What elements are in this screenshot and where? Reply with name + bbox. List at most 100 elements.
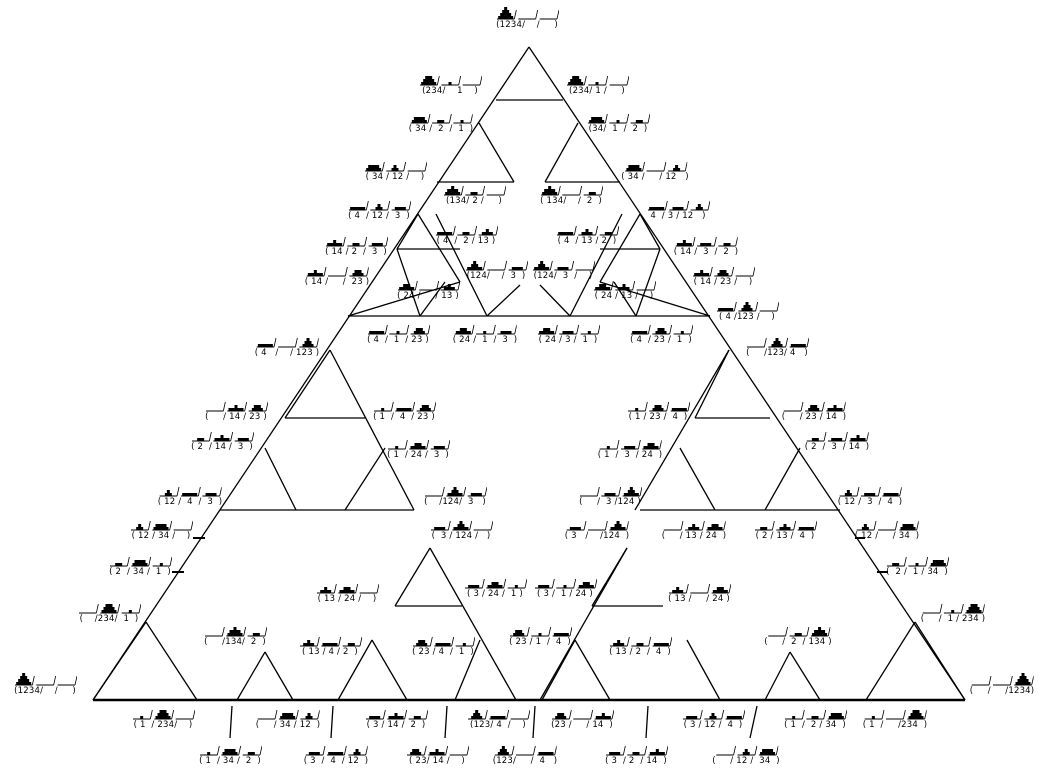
pegs-icon xyxy=(198,742,262,756)
peg-diagram-icon xyxy=(420,75,482,86)
graph-edge xyxy=(599,213,641,283)
pegs-icon xyxy=(347,197,411,211)
pegs-icon xyxy=(13,672,77,686)
state-label: ( 1 / 34 / 2 ) xyxy=(199,756,261,766)
peg-diagram-icon xyxy=(557,225,619,236)
state-node: ( 4 /123 / ) xyxy=(715,298,779,322)
state-label: ( 1 / 4 / 23 ) xyxy=(373,412,435,422)
peg-diagram-icon xyxy=(923,603,985,614)
pegs-icon xyxy=(782,398,847,412)
graph-edge xyxy=(330,705,334,739)
pegs-icon xyxy=(418,72,482,86)
pegs-icon xyxy=(539,182,603,196)
state-label: ( 34 / / 12 ) xyxy=(621,172,689,182)
peg-diagram-icon xyxy=(374,401,436,412)
graph-edge xyxy=(914,621,966,701)
peg-diagram-icon xyxy=(510,626,572,637)
peg-diagram-icon xyxy=(610,636,672,647)
graph-edge xyxy=(541,639,576,701)
graph-edge xyxy=(613,281,637,317)
peg-diagram-icon xyxy=(631,324,693,335)
peg-diagram-icon xyxy=(455,324,517,335)
state-node: ( 4 / / 123 ) xyxy=(255,334,320,358)
graph-edge xyxy=(444,705,448,739)
state-node: ( 4 / 12 / 3 ) xyxy=(347,197,411,221)
pegs-icon xyxy=(662,517,727,531)
pegs-icon xyxy=(429,517,493,531)
state-label: ( 4 / 23 / 1 ) xyxy=(630,335,692,345)
peg-diagram-icon xyxy=(624,161,687,172)
state-node: ( 1 / 24 / 3 ) xyxy=(386,436,450,460)
peg-diagram-icon xyxy=(538,324,600,335)
state-label: ( 23/ 14 / ) xyxy=(409,756,465,766)
state-label: (1234/ / ) xyxy=(496,20,558,30)
pegs-icon xyxy=(586,110,650,124)
state-node: ( 2 / 3 / 14 ) xyxy=(805,428,870,452)
state-label: ( / 1 / 234 ) xyxy=(920,614,986,624)
peg-diagram-icon xyxy=(606,745,668,756)
pegs-icon xyxy=(315,580,379,594)
state-node: ( 3 / 2 / 14 ) xyxy=(604,742,668,766)
state-node: ( / 2 / 134 ) xyxy=(764,623,832,647)
pegs-icon xyxy=(764,623,832,637)
peg-diagram-icon xyxy=(133,709,195,720)
state-label: ( 3 / 124 / ) xyxy=(431,531,491,541)
state-label: ( 14 / 2 / 3 ) xyxy=(325,247,387,257)
graph-edge xyxy=(686,639,721,701)
state-label: ( /134/ 2 ) xyxy=(204,637,266,647)
state-label: ( 13 / 2 / 4 ) xyxy=(609,647,671,657)
state-label: ( 134/ / 2 ) xyxy=(540,196,602,206)
pegs-icon xyxy=(550,706,614,720)
state-label: ( 4 / 2 / 13 ) xyxy=(436,236,496,246)
state-label: ( 13 / 24 / ) xyxy=(317,594,377,604)
pegs-icon xyxy=(885,553,949,567)
state-node: ( 34 / / 12 ) xyxy=(621,158,689,182)
state-node: ( / 23 / 14 ) xyxy=(782,398,847,422)
peg-diagram-icon xyxy=(444,185,506,196)
state-label: ( 12 / 34 / ) xyxy=(131,531,191,541)
peg-diagram-icon xyxy=(552,709,614,720)
peg-diagram-icon xyxy=(628,401,690,412)
graph-edge xyxy=(264,651,294,701)
state-label: (234/ 1 / ) xyxy=(569,86,625,96)
state-node: ( / 12 / 34 ) xyxy=(712,742,780,766)
state-label: ( 2 / 13 / 4 ) xyxy=(755,531,815,541)
state-label: ( 3 / 1 / 24 ) xyxy=(537,589,593,599)
pegs-icon xyxy=(190,428,254,442)
graph-edge xyxy=(539,547,628,701)
peg-diagram-icon xyxy=(784,401,846,412)
state-node: ( 1 / /234 ) xyxy=(863,706,928,730)
state-node: ( 3 / 14 / 2 ) xyxy=(364,706,428,730)
pegs-icon xyxy=(745,334,809,348)
state-node: ( 23 / 1 / 4 ) xyxy=(508,623,572,647)
state-label: ( 1 / 3 / 24 ) xyxy=(597,450,663,460)
graph-edge xyxy=(569,213,623,317)
peg-diagram-icon xyxy=(317,583,379,594)
peg-diagram-icon xyxy=(307,266,369,277)
pegs-icon xyxy=(423,483,487,497)
state-node: ( 24 / 13 / ) xyxy=(592,277,656,301)
peg-diagram-icon xyxy=(15,673,77,686)
pegs-icon xyxy=(256,706,321,720)
pegs-icon xyxy=(108,553,172,567)
peg-diagram-icon xyxy=(411,113,473,124)
pegs-icon xyxy=(838,483,903,497)
pegs-icon xyxy=(531,257,595,271)
pegs-icon xyxy=(363,158,427,172)
state-node: ( 34 / 2 / 1 ) xyxy=(409,110,474,134)
state-label: ( 1 / 2 / 34 ) xyxy=(784,720,846,730)
graph-edge xyxy=(454,639,481,701)
state-node: 4 / 3 / 12 ) xyxy=(646,197,710,221)
graph-edge xyxy=(145,621,198,701)
graph-edge xyxy=(435,213,488,317)
peg-diagram-icon xyxy=(887,556,949,567)
state-node: ( 12 / 34 / ) xyxy=(129,517,193,541)
graph-edge xyxy=(371,639,408,701)
pegs-icon xyxy=(667,580,731,594)
state-node: ( 13 / 2 / 4 ) xyxy=(608,633,672,657)
pegs-icon xyxy=(712,742,780,756)
pegs-icon xyxy=(604,742,668,756)
state-node: ( 3 / 1 / 24 ) xyxy=(533,575,597,599)
peg-diagram-icon xyxy=(79,603,141,614)
pegs-icon xyxy=(405,742,469,756)
